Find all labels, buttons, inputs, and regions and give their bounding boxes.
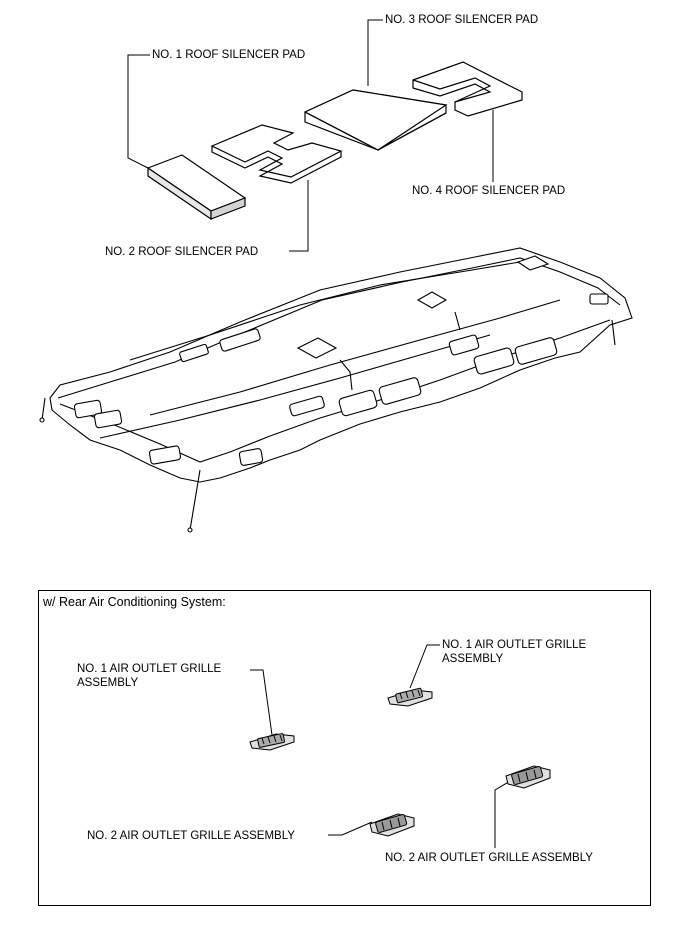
- rear-ac-inset-box: [38, 590, 651, 906]
- pad2-shape: [210, 124, 343, 184]
- inset-leaders: [250, 644, 513, 848]
- pad1-shape: [146, 154, 247, 221]
- grille1-right-shape: [387, 687, 433, 707]
- label-grille1-left-line2: ASSEMBLY: [77, 677, 139, 689]
- pad3-shape: [303, 89, 448, 151]
- inset-title: w/ Rear Air Conditioning System:: [43, 595, 226, 609]
- label-pad4: NO. 4 ROOF SILENCER PAD: [412, 185, 566, 197]
- label-grille1-left-line1: NO. 1 AIR OUTLET GRILLE: [77, 663, 222, 675]
- label-grille1-right-line1: NO. 1 AIR OUTLET GRILLE: [442, 639, 587, 651]
- roof-headliner: [39, 247, 633, 533]
- label-pad3: NO. 3 ROOF SILENCER PAD: [385, 14, 539, 26]
- air-outlet-grille-shapes: [249, 687, 551, 837]
- pad4-shape: [412, 61, 523, 117]
- grille2-right-shape: [505, 765, 551, 789]
- leader-pad3: [367, 19, 383, 86]
- leader-pad1: [127, 54, 150, 169]
- grille1-left-shape: [249, 733, 295, 751]
- label-grille2-left: NO. 2 AIR OUTLET GRILLE ASSEMBLY: [87, 830, 295, 842]
- grille2-left-shape: [369, 813, 415, 837]
- label-pad2: NO. 2 ROOF SILENCER PAD: [105, 246, 259, 258]
- label-grille1-right-line2: ASSEMBLY: [442, 653, 504, 665]
- leader-pad2: [289, 180, 309, 252]
- label-grille2-right: NO. 2 AIR OUTLET GRILLE ASSEMBLY: [385, 852, 593, 864]
- label-pad1: NO. 1 ROOF SILENCER PAD: [152, 49, 306, 61]
- leader-lines: [127, 19, 494, 252]
